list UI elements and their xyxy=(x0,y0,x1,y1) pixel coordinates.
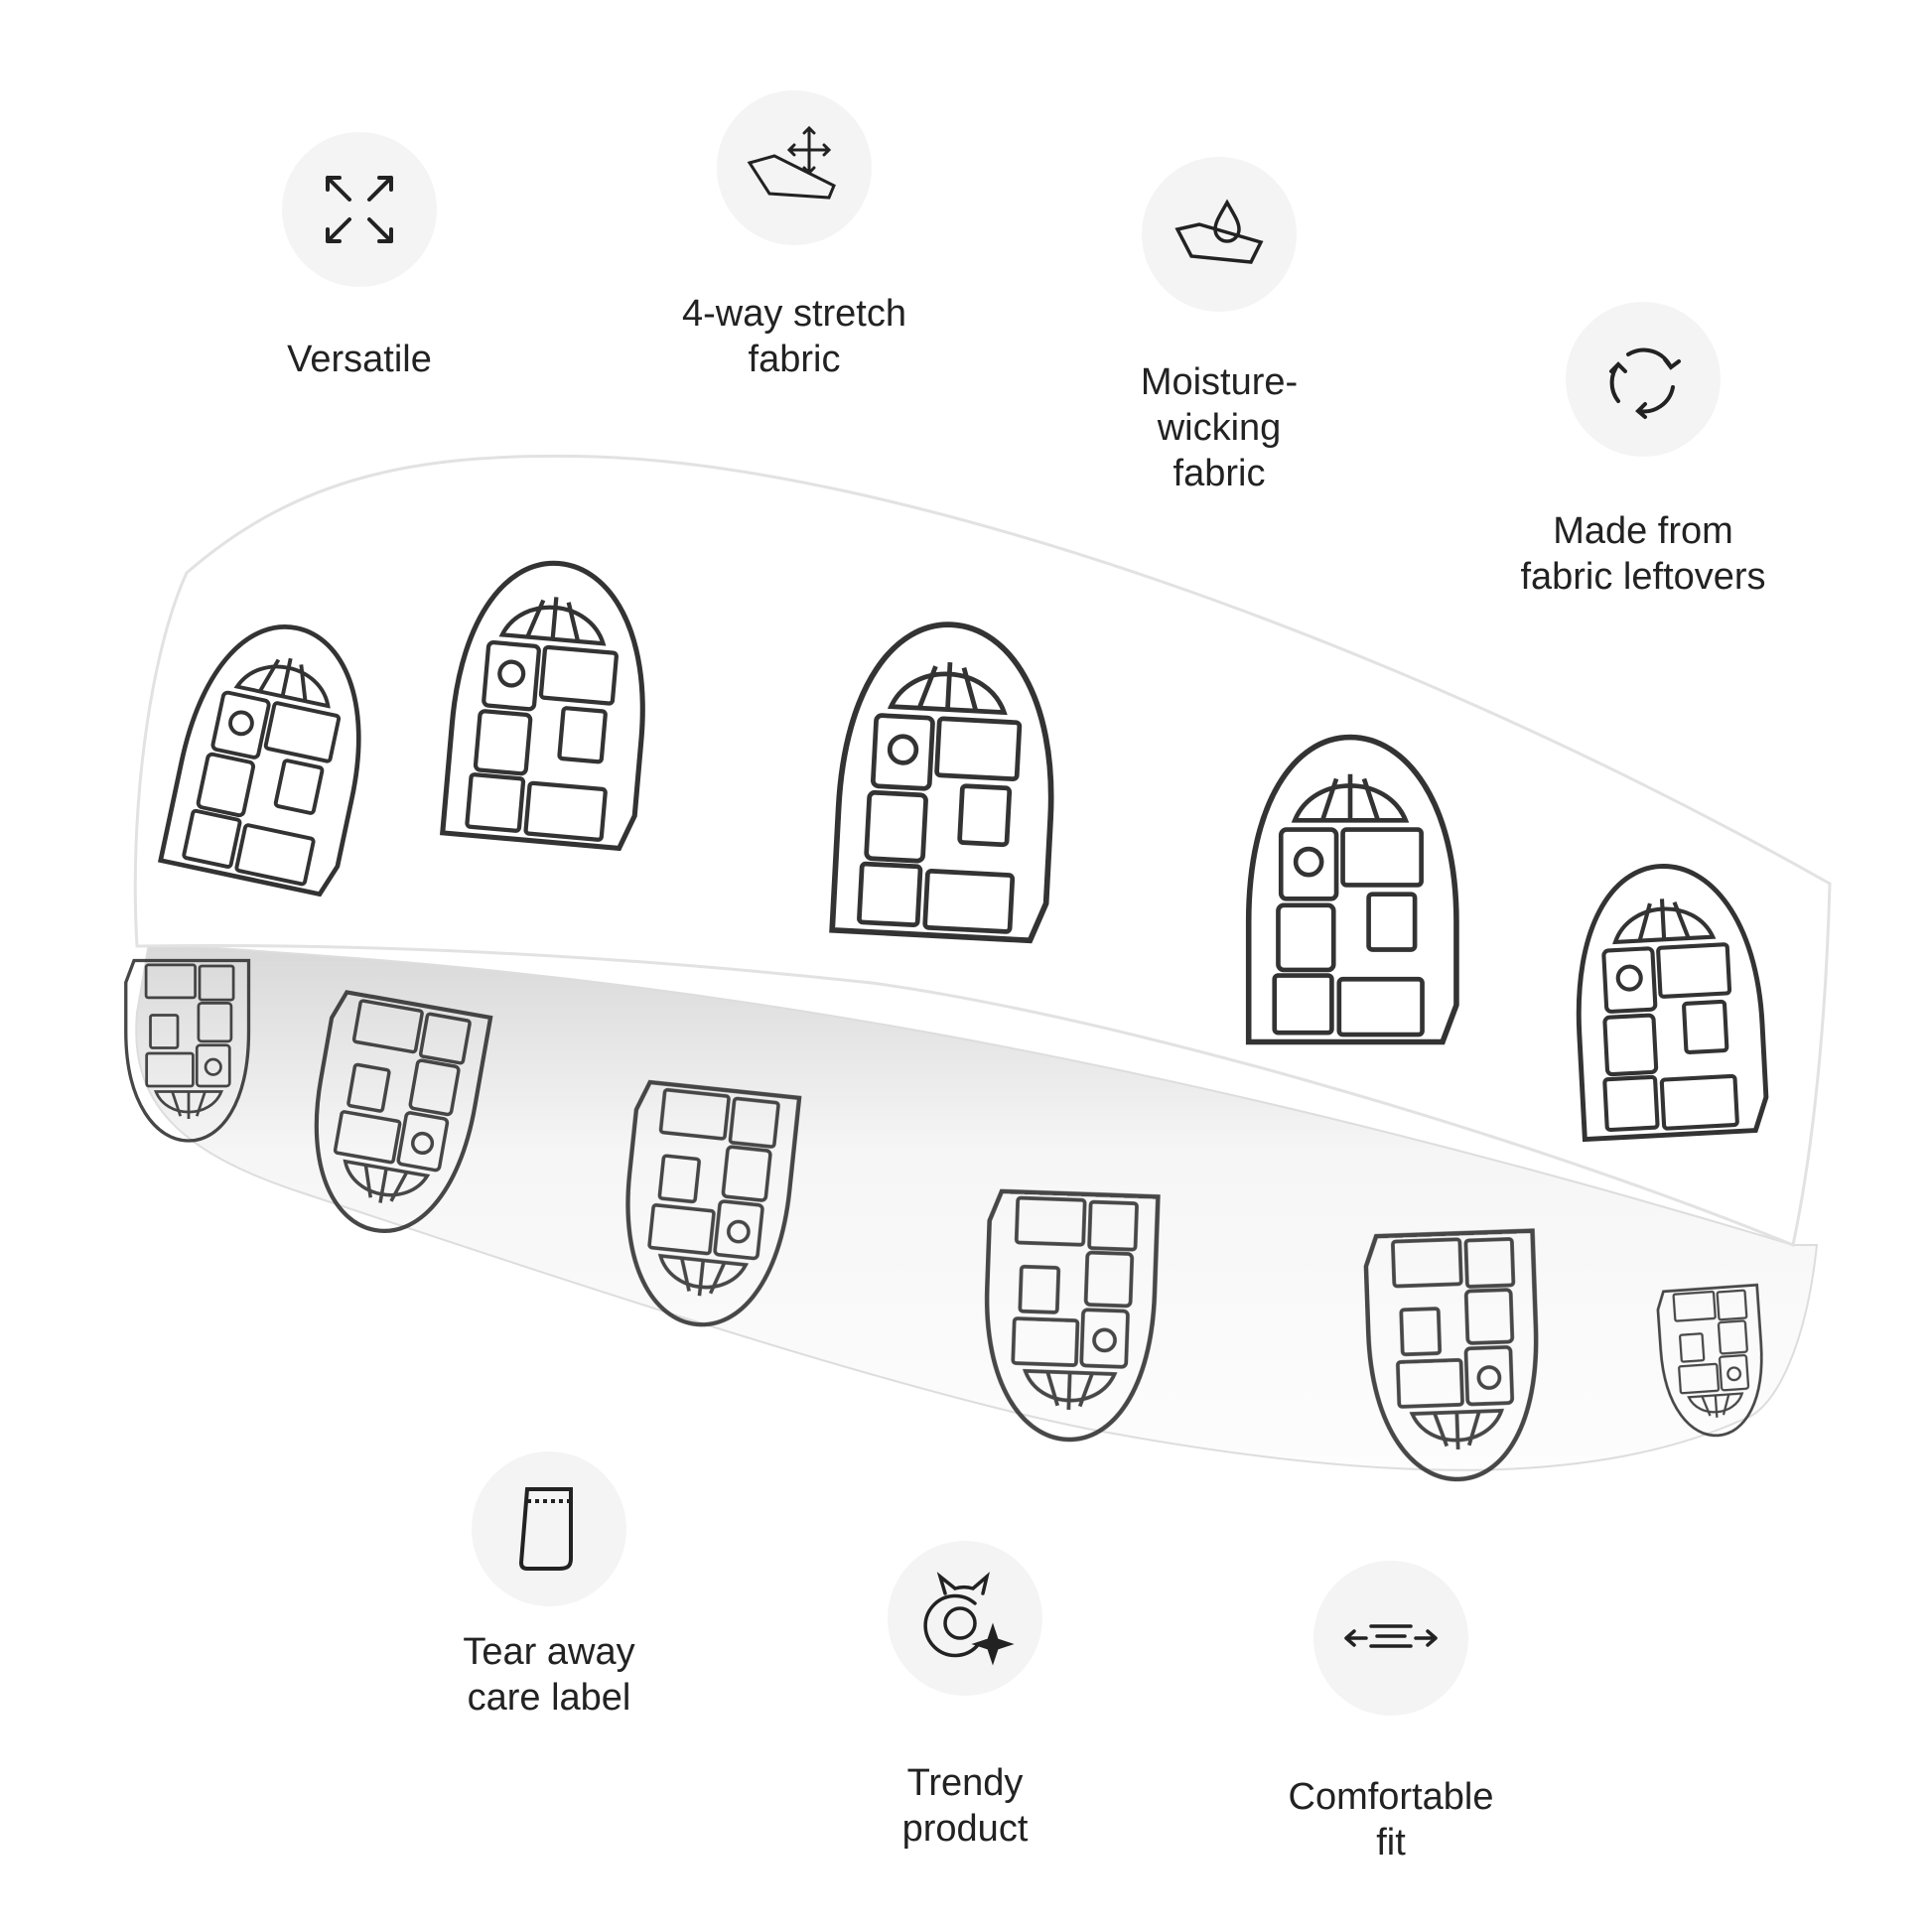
comfortable-fit-icon xyxy=(1313,1561,1468,1716)
care-label-icon xyxy=(472,1451,626,1606)
feature-label-line: care label xyxy=(467,1677,631,1719)
four-way-stretch-icon xyxy=(717,90,872,245)
recycle-icon xyxy=(1566,302,1721,457)
trendy-sparkle-icon xyxy=(888,1541,1042,1696)
band-front xyxy=(133,454,1832,1248)
expand-arrows-icon xyxy=(282,132,437,287)
feature-label-line: fabric xyxy=(748,339,841,380)
feature-label-line: Trendy xyxy=(906,1762,1024,1804)
feature-label-line: Made from xyxy=(1553,510,1733,552)
band-inner xyxy=(135,941,1819,1471)
feature-label: Comfortable fit xyxy=(1212,1774,1570,1865)
feature-label-line: 4-way stretch xyxy=(682,293,906,335)
feature-label-line: wicking xyxy=(1157,407,1282,449)
feature-label-line: fabric leftovers xyxy=(1520,556,1766,598)
feature-label-line: Comfortable xyxy=(1288,1776,1494,1818)
feature-label-line: fabric xyxy=(1173,453,1266,494)
feature-label-line: product xyxy=(901,1808,1029,1850)
water-drop-fabric-icon xyxy=(1142,157,1297,312)
feature-label-line: fit xyxy=(1376,1822,1406,1863)
feature-label-line: Tear away xyxy=(463,1631,635,1673)
feature-label-line: Versatile xyxy=(287,339,432,380)
feature-label: Versatile xyxy=(181,337,538,382)
feature-label-line: Moisture- xyxy=(1140,361,1299,403)
